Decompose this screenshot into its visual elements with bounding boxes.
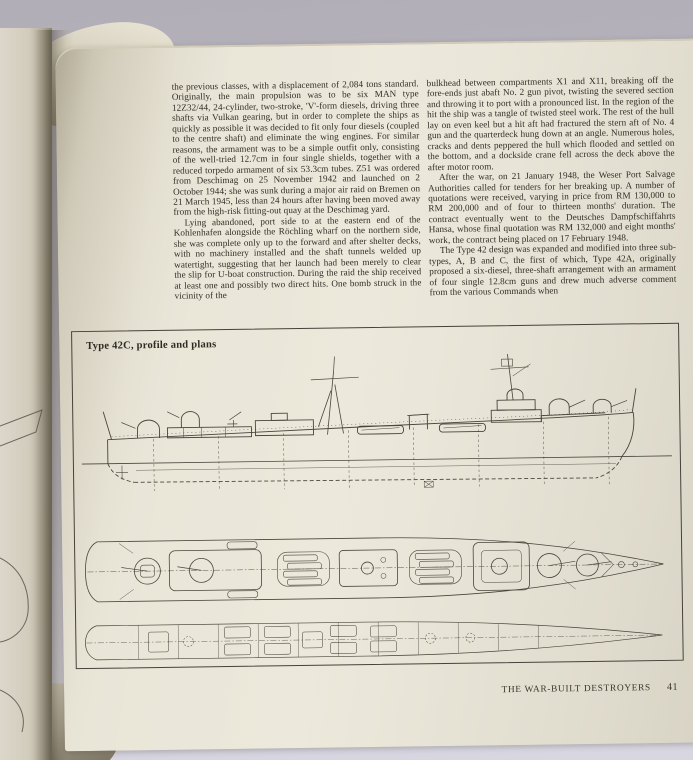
superstructure	[102, 354, 637, 488]
figure-box: Type 42C, profile and plans	[71, 322, 684, 670]
paragraph: The Type 42 design was expanded and modi…	[429, 241, 677, 298]
paragraph: Lying abandoned, port side to at the eas…	[173, 214, 422, 301]
bulkhead-lines	[137, 621, 539, 660]
body-text: the previous classes, with a displacemen…	[172, 75, 677, 302]
book-page: the previous classes, with a displacemen…	[55, 38, 693, 752]
aft-gun-mount	[134, 557, 161, 585]
paragraph: the previous classes, with a displacemen…	[171, 78, 421, 218]
gun-turret	[592, 398, 612, 414]
running-head: THE WAR-BUILT DESTROYERS	[501, 683, 651, 696]
ship-deck-plan-drawing	[85, 537, 664, 603]
engine-room-blocks	[148, 625, 397, 656]
gun-mount	[189, 558, 214, 583]
ship-profile-drawing	[81, 354, 672, 492]
paragraph: After the war, on 21 January 1948, the W…	[428, 168, 676, 245]
funnel	[408, 413, 428, 430]
bridge-plan	[472, 541, 531, 591]
page-footer: THE WAR-BUILT DESTROYERS 41	[64, 677, 678, 704]
forward-torpedo-tubes	[438, 423, 486, 433]
gun-turret	[548, 398, 570, 416]
forward-torpedo-mount	[408, 549, 462, 585]
aft-torpedo-tubes	[357, 425, 404, 435]
ship-lower-plan-drawing	[85, 621, 663, 661]
station-lines	[153, 416, 610, 492]
facing-page-edge	[0, 28, 52, 760]
main-mast	[507, 354, 514, 401]
aft-tripod-mast	[318, 370, 344, 435]
page-number: 41	[666, 681, 679, 693]
left-column: the previous classes, with a displacemen…	[172, 78, 422, 301]
facing-page-diagram-fragments	[0, 409, 43, 733]
right-column: bulkhead between compartments X1 and X11…	[427, 75, 677, 298]
paragraph: bulkhead between compartments X1 and X11…	[426, 74, 675, 172]
aft-torpedo-mount	[277, 551, 330, 587]
forward-gun-mount	[575, 553, 599, 577]
gun-mount	[536, 553, 562, 578]
